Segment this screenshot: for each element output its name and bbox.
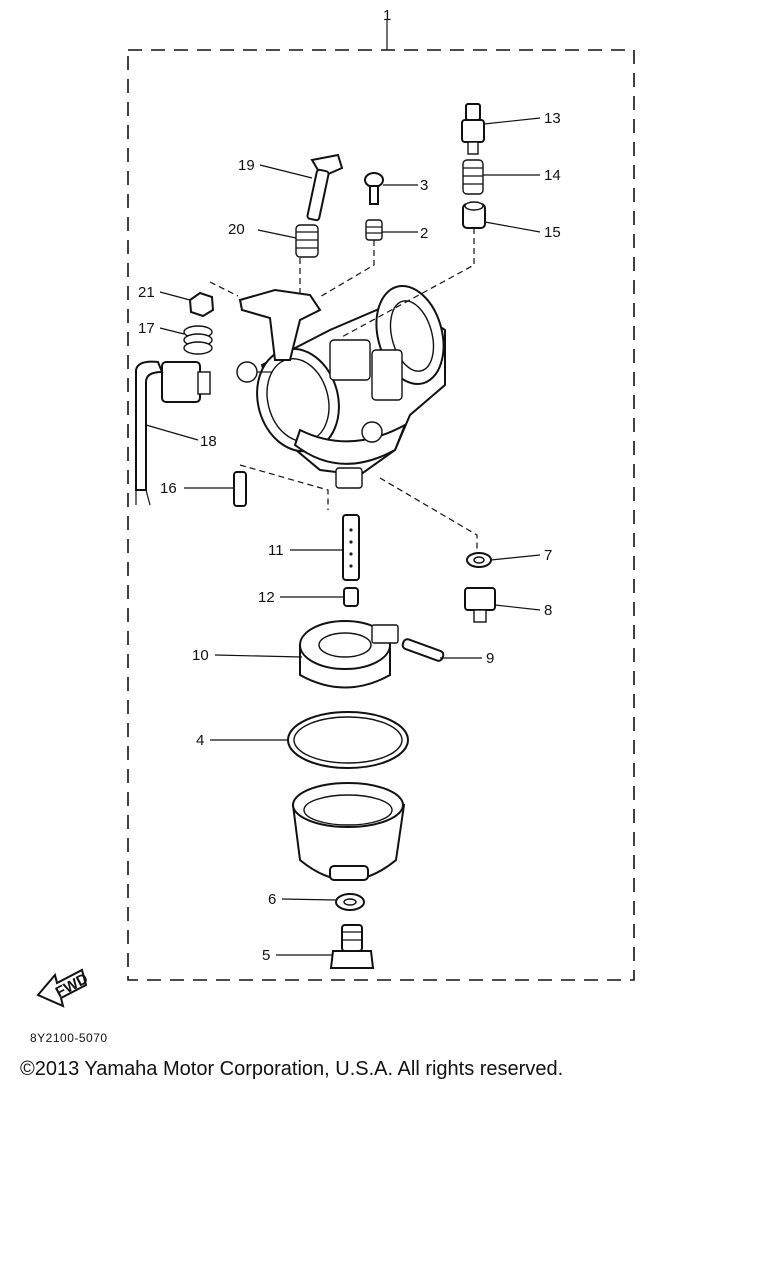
callout-6: 6 [268,891,276,908]
callout-3: 3 [420,177,428,194]
part-12-main-jet [280,587,359,607]
assembly-frame [127,49,635,981]
float-bowl [291,782,406,881]
callout-5: 5 [262,947,270,964]
callout-15: 15 [544,224,561,241]
part-17-spring [159,325,213,355]
callout-labels: 2 3 4 5 6 7 8 9 10 11 12 13 14 15 16 17 … [138,110,561,964]
callout-14: 14 [544,167,561,184]
part-19-throttle-screw [259,153,344,222]
part-6-washer [281,893,365,911]
part-5-drain-plug [276,924,375,969]
carburetor-exploded-diagram: 1 [36,7,635,1008]
copyright-notice: ©2013 Yamaha Motor Corporation, U.S.A. A… [20,1058,564,1080]
part-10-float [214,620,399,689]
callout-13: 13 [544,110,561,127]
part-21-nut [159,291,215,318]
callout-11: 11 [268,542,284,559]
callout-20: 20 [228,221,245,238]
callout-18: 18 [200,433,217,450]
part-9-float-pin [401,638,482,662]
callout-1: 1 [383,7,391,24]
callout-12: 12 [258,589,275,606]
callout-4: 4 [196,732,204,749]
part-3-screw [364,172,418,205]
drawing-code: 8Y2100-5070 [30,1031,108,1045]
callout-16: 16 [160,480,177,497]
part-16-jet [184,471,247,507]
part-7-washer [466,552,541,568]
part-15-washer [462,201,541,233]
callout-7: 7 [544,547,552,564]
part-14-spring [462,159,540,195]
callout-17: 17 [138,320,155,337]
callout-10: 10 [192,647,209,664]
part-4-gasket [210,711,409,769]
part-13-screw [461,103,541,155]
part-2-spring [365,219,418,241]
assembly-guide-lines [209,228,478,550]
callout-2: 2 [420,225,428,242]
callout-9: 9 [486,650,494,667]
callout-19: 19 [238,157,255,174]
callout-8: 8 [544,602,552,619]
part-8-needle-valve [464,587,541,623]
carburetor-body [236,284,446,489]
part-11-needle-jet [290,514,360,581]
part-18-starter-cable [135,360,211,506]
callout-21: 21 [138,284,155,301]
part-20-spring [257,224,319,258]
forward-arrow-icon: FWD [36,968,91,1008]
